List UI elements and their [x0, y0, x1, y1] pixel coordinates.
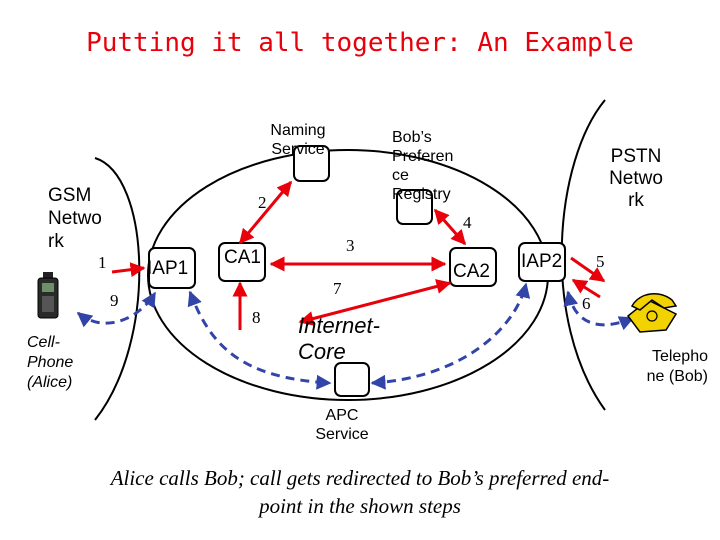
- media-path-left: [187, 290, 332, 390]
- cell-phone-icon: [37, 272, 59, 319]
- phone-media-arrow: [563, 290, 635, 331]
- step-5-number: 5: [596, 252, 605, 271]
- step-6-number: 6: [582, 294, 591, 313]
- step-4-arrow: [433, 208, 467, 246]
- gsm-network-label: GSM Netwo rk: [48, 185, 102, 252]
- step-9-media-arrow: [76, 291, 157, 328]
- step-5-arrow: [570, 256, 606, 283]
- step-9-number: 9: [110, 291, 119, 310]
- step-1-number: 1: [98, 253, 107, 272]
- step-4-number: 4: [463, 213, 472, 232]
- step-1-arrow: [111, 262, 146, 278]
- ca1-label: CA1: [224, 247, 261, 268]
- step-3-number: 3: [346, 236, 355, 255]
- iap1-box: [148, 247, 196, 289]
- naming-service-box: [293, 145, 330, 182]
- step-2-arrow: [238, 180, 293, 245]
- page-title: Putting it all together: An Example: [86, 28, 634, 58]
- step-7-number: 7: [333, 279, 342, 298]
- naming-service-label: Naming Service: [270, 122, 326, 158]
- iap1-label: IAP1: [147, 258, 189, 279]
- telephone-label: Telepho ne (Bob): [646, 348, 708, 385]
- cell-phone-label: Cell- Phone (Alice): [27, 334, 74, 391]
- iap2-box: [518, 242, 566, 282]
- ca2-label: CA2: [453, 261, 490, 282]
- iap2-label: IAP2: [521, 251, 563, 272]
- apc-service-box: [334, 362, 370, 397]
- bobs-registry-label: Bob’s Preferen ce Registry: [392, 129, 454, 203]
- internet-core-label: Internet- Core: [298, 313, 380, 364]
- apc-service-label: APC Service: [315, 407, 369, 443]
- step-8-number: 8: [252, 308, 261, 327]
- bobs-registry-box: [396, 189, 433, 225]
- pstn-network-label: PSTN Netwo rk: [609, 146, 663, 211]
- telephone-icon: [626, 293, 678, 333]
- media-path-right: [370, 282, 531, 390]
- diagram-caption: Alice calls Bob; call gets redirected to…: [110, 466, 610, 518]
- step-2-number: 2: [258, 193, 267, 212]
